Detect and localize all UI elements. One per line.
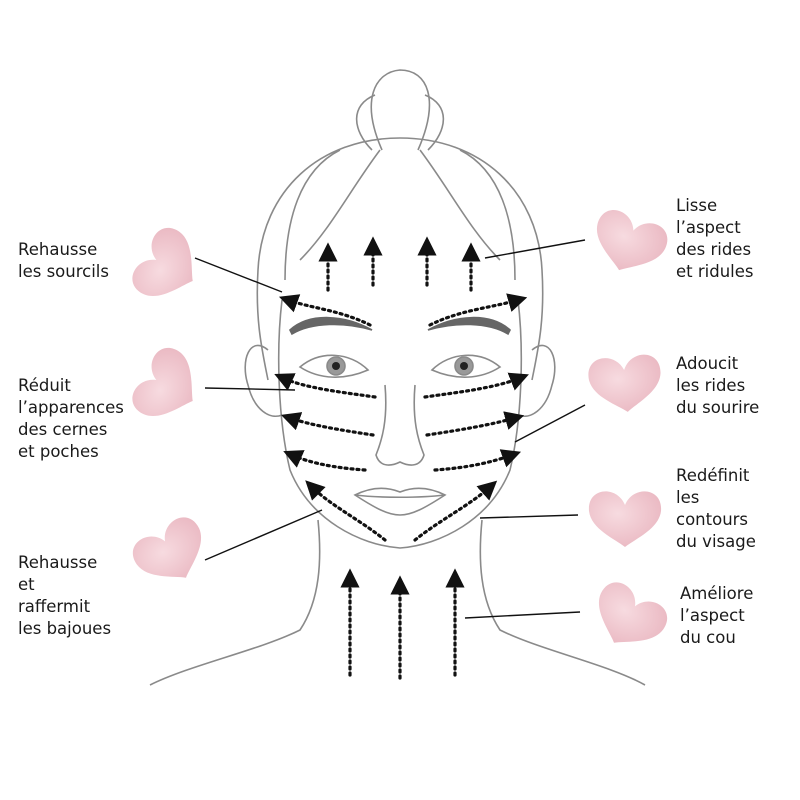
label-line: du sourire: [676, 398, 760, 417]
label-wrinkles: Lisse l’aspect des rides et ridules: [676, 195, 754, 283]
label-line: du visage: [676, 532, 756, 551]
label-line: Améliore: [680, 584, 754, 603]
gua-sha-stone: [588, 491, 662, 547]
label-line: les bajoues: [18, 619, 112, 638]
label-line: et poches: [18, 442, 99, 461]
gua-sha-stone: [582, 576, 674, 661]
label-brows: Rehausse les sourcils: [18, 239, 109, 283]
massage-direction-arrows: [274, 236, 529, 680]
label-line: l’aspect: [676, 218, 741, 237]
label-line: l’aspect: [680, 606, 745, 625]
label-dark-circles: Réduit l’apparences des cernes et poches: [18, 375, 124, 463]
label-line: Rehausse: [18, 240, 98, 259]
label-line: Rehausse: [18, 553, 98, 572]
label-line: des rides: [676, 240, 752, 259]
label-line: contours: [676, 510, 749, 529]
label-jowls: Rehausse et raffermit les bajoues: [18, 552, 111, 640]
label-smile-lines: Adoucit les rides du sourire: [676, 353, 759, 419]
label-line: des cernes: [18, 420, 108, 439]
gua-sha-stone: [586, 353, 664, 416]
label-line: Redéfinit: [676, 466, 750, 485]
label-line: l’apparences: [18, 398, 124, 417]
label-contours: Redéfinit les contours du visage: [676, 465, 756, 553]
label-line: raffermit: [18, 597, 91, 616]
label-line: du cou: [680, 628, 736, 647]
gua-sha-stone: [585, 205, 673, 283]
label-neck: Améliore l’aspect du cou: [680, 583, 753, 649]
label-line: les: [676, 488, 700, 507]
label-line: et ridules: [676, 262, 754, 281]
gua-sha-stone: [126, 341, 211, 433]
label-line: Réduit: [18, 376, 71, 395]
label-line: et: [18, 575, 35, 594]
label-line: les rides: [676, 376, 746, 395]
label-line: les sourcils: [18, 262, 109, 281]
gua-sha-stone: [126, 221, 211, 313]
label-line: Adoucit: [676, 354, 739, 373]
head-outline: [149, 69, 646, 686]
gua-sha-stone: [126, 511, 218, 596]
label-line: Lisse: [676, 196, 718, 215]
leader-lines: [194, 239, 586, 619]
